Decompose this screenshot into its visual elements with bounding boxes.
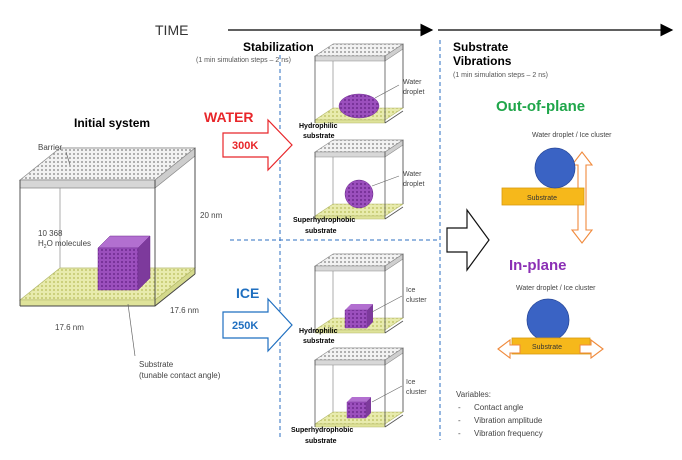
right-vibration-arrow [579,338,604,360]
height-label: 20 nm [200,211,223,220]
barrier-leader [65,151,71,166]
p4-object-line2: cluster [406,389,427,396]
panel-water-hydrophilic [314,43,404,124]
p2-substrate-line2: substrate [305,228,337,235]
out-of-plane-droplet [534,147,576,189]
p3-object-line1: Ice [406,287,415,294]
variable-3: Vibration frequency [474,429,543,438]
p4-substrate-line2: substrate [305,438,337,445]
p3-substrate-line1: Hydrophilic [299,328,338,335]
substrate-leader [127,303,136,357]
in-plane-title: In-plane [509,257,567,274]
ice-temp: 250K [232,320,258,332]
p3-object-line2: cluster [406,297,427,304]
stabilization-title: Stabilization [243,40,314,54]
panel-ice-superhydrophobic [314,347,404,428]
panel-water-superhydrophobic [314,139,404,220]
p1-object-line2: droplet [403,89,424,96]
p4-leader [371,385,403,403]
p1-substrate-line1: Hydrophilic [299,123,338,130]
water-arrow [222,118,293,172]
p1-substrate-line2: substrate [303,133,335,140]
water-droplet-flat [338,93,380,119]
transition-arrow [446,208,490,272]
p2-substrate-line1: Superhydrophobic [293,217,355,224]
vibrations-title-line1: Substrate [453,40,509,54]
in-plane-droplet [526,298,570,342]
out-of-plane-title: Out-of-plane [496,98,585,115]
out-of-plane-substrate-label: Substrate [527,195,557,202]
p2-object-line1: Water [403,171,422,178]
variables-title: Variables: [456,390,491,399]
barrier-label: Barrier [38,143,62,152]
p4-object-line1: Ice [406,379,415,386]
left-vibration-arrow [497,338,521,360]
vibrations-subtitle: (1 min simulation steps – 2 ns) [453,72,548,79]
panel-ice-hydrophilic [314,253,404,334]
variable-1: Contact angle [474,403,524,412]
in-plane-substrate-label: Substrate [532,344,562,351]
variable-bullet-3: - [458,429,461,438]
variable-bullet-2: - [458,416,461,425]
p2-leader [371,175,400,187]
initial-system-title: Initial system [74,116,150,130]
out-of-plane-substrate [501,187,585,206]
p1-leader [374,84,400,99]
dimension-left: 17.6 nm [55,323,84,332]
stabilization-subtitle: (1 min simulation steps – 2 ns) [196,57,291,64]
variable-bullet-1: - [458,403,461,412]
ice-label: ICE [236,285,259,301]
out-of-plane-caption: Water droplet / Ice cluster [532,132,612,139]
molecules-count: 10 368 [38,229,63,238]
p3-substrate-line2: substrate [303,338,335,345]
p1-object-line1: Water [403,79,422,86]
p2-object-line2: droplet [403,181,424,188]
substrate-label: Substrate [139,360,174,369]
in-plane-caption: Water droplet / Ice cluster [516,285,596,292]
dimension-right: 17.6 nm [170,306,199,315]
ice-arrow [222,297,293,353]
water-droplet-sphere [344,179,374,209]
p3-leader [371,295,403,313]
initial-system-box [19,147,196,307]
p4-substrate-line1: Superhydrophobic [291,427,353,434]
substrate-sublabel: (tunable contact angle) [139,371,221,380]
vibrations-title-line2: Vibrations [453,54,512,68]
water-temp: 300K [232,140,258,152]
variable-2: Vibration amplitude [474,416,543,425]
molecules-formula: H2O molecules [38,239,91,250]
time-label: TIME [155,22,188,38]
water-label: WATER [204,109,254,125]
